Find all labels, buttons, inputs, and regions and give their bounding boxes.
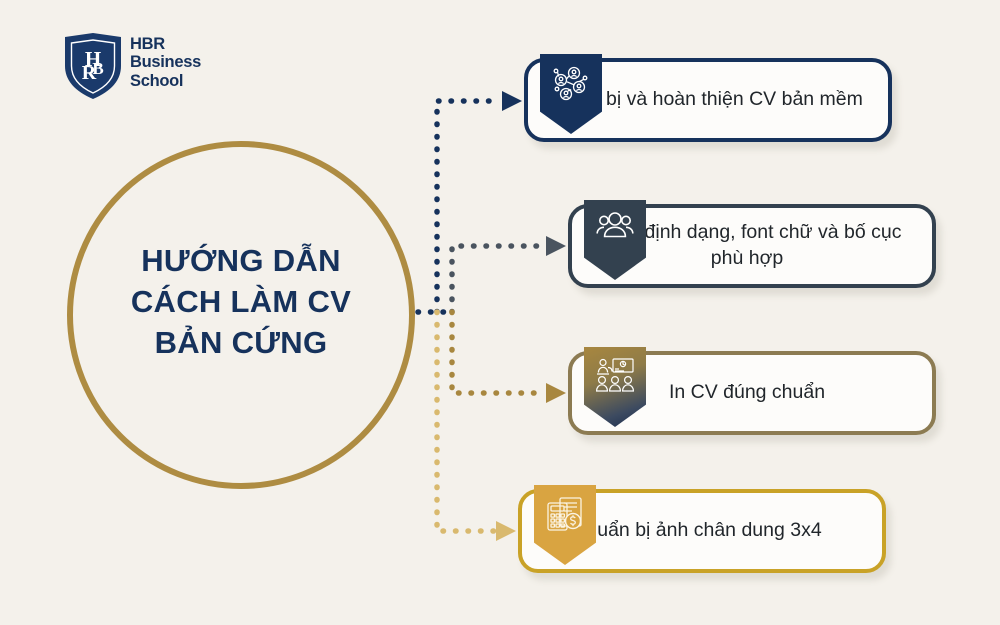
step-card-4[interactable]: Chuẩn bị ảnh chân dung 3x4 (518, 485, 886, 573)
step-card-1[interactable]: Chuẩn bị và hoàn thiện CV bản mềm (524, 54, 892, 142)
connector-step-1 (434, 98, 503, 315)
connector-step-3 (449, 309, 547, 396)
brand-logo: H R B HBR Business School (62, 32, 262, 102)
svg-text:R: R (82, 62, 97, 84)
step-card-2-label: Chọn định dạng, font chữ và bố cục phù h… (592, 221, 902, 269)
brand-name: HBR Business School (130, 35, 260, 90)
step-card-4-label: Chuẩn bị ảnh chân dung 3x4 (572, 519, 822, 542)
hbr-shield-logo-icon: H R B (62, 32, 124, 100)
brand-name-line-2: Business (130, 53, 201, 72)
arrowhead-step-4 (496, 521, 516, 541)
connector-step-4 (434, 309, 497, 534)
svg-text:B: B (92, 59, 103, 78)
step-card-3[interactable]: In CV đúng chuẩn (568, 347, 936, 435)
people-network-icon (540, 54, 602, 134)
page-title-line-3: BẢN CỨNG (154, 324, 328, 360)
arrowhead-step-3 (546, 383, 566, 403)
step-card-3-label: In CV đúng chuẩn (668, 381, 826, 404)
svg-text:H: H (85, 47, 101, 71)
step-card-2[interactable]: Chọn định dạng, font chữ và bố cục phù h… (568, 200, 936, 288)
page-title-line-2: CÁCH LÀM CV (130, 283, 352, 319)
arrowhead-step-1 (502, 91, 522, 111)
step-card-1-label: Chuẩn bị và hoàn thiện CV bản mềm (543, 88, 863, 111)
calculator-invoice-icon (534, 485, 596, 565)
connector-step-2 (449, 243, 547, 315)
classroom-presentation-icon (584, 347, 646, 427)
page-title-line-1: HƯỚNG DẪN (141, 243, 341, 278)
brand-name-line-1: HBR (130, 35, 165, 53)
brand-name-line-3: School (130, 71, 184, 90)
arrowhead-step-2 (546, 236, 566, 256)
central-hub-circle (67, 141, 415, 489)
page-title: HƯỚNG DẪN CÁCH LÀM CV BẢN CỨNG (67, 241, 415, 364)
